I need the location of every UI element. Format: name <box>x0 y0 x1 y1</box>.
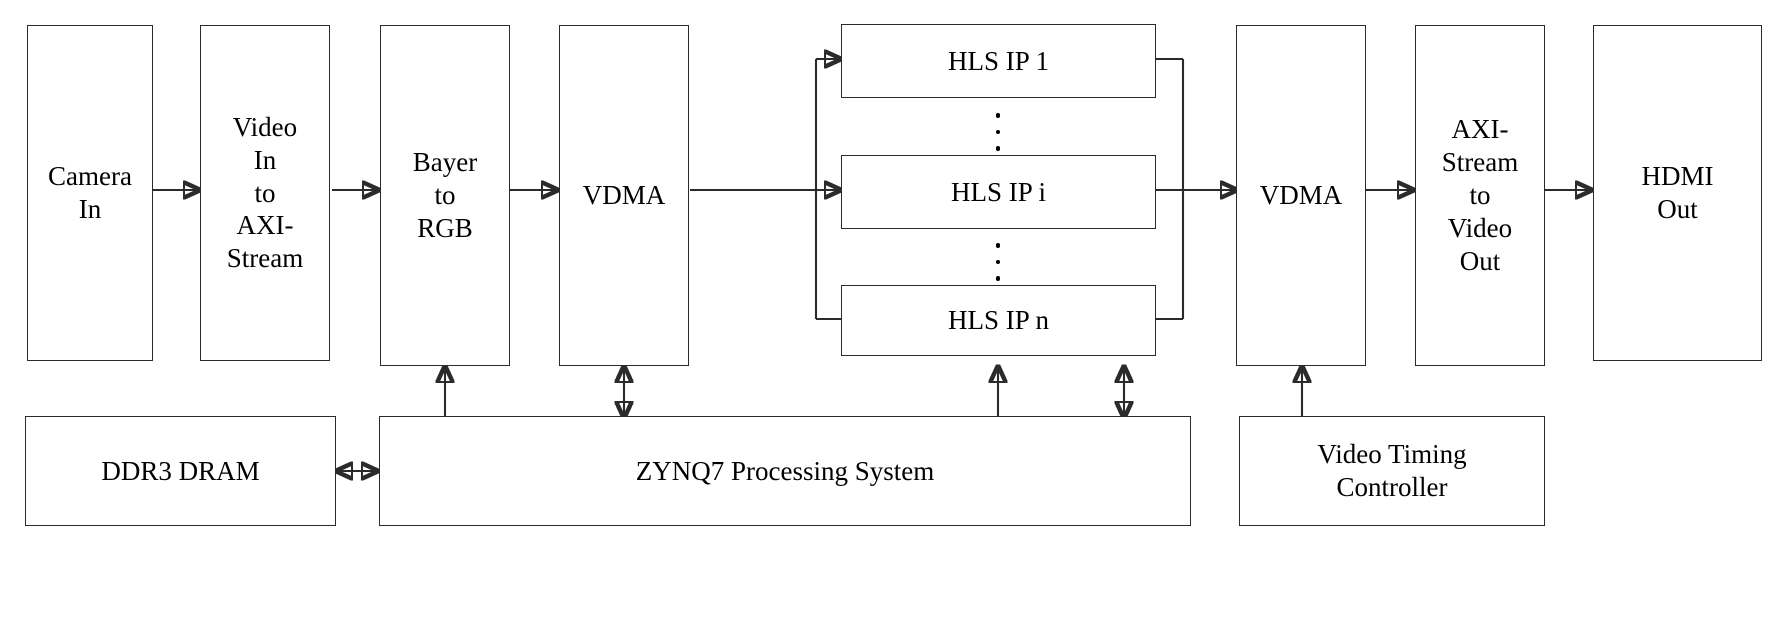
ellipsis-lower-icon <box>988 234 1008 290</box>
block-hls-ip-1[interactable]: HLS IP 1 <box>841 24 1156 98</box>
block-hls-ip-n-label: HLS IP n <box>947 305 1049 336</box>
block-video-in-to-axi-stream-label: Video In to AXI- Stream <box>226 111 304 274</box>
block-vdma-out[interactable]: VDMA <box>1236 25 1366 366</box>
block-vdma-in[interactable]: VDMA <box>559 25 689 366</box>
block-camera-in[interactable]: Camera In <box>27 25 153 361</box>
block-hls-ip-n[interactable]: HLS IP n <box>841 285 1156 356</box>
block-axi-stream-to-video-out[interactable]: AXI- Stream to Video Out <box>1415 25 1545 366</box>
block-ddr3-dram-label: DDR3 DRAM <box>101 455 260 486</box>
block-video-in-to-axi-stream[interactable]: Video In to AXI- Stream <box>200 25 330 361</box>
block-video-timing-controller-label: Video Timing Controller <box>1317 439 1467 502</box>
block-vdma-in-label: VDMA <box>582 180 666 211</box>
block-camera-in-label: Camera In <box>48 161 132 224</box>
block-hls-ip-1-label: HLS IP 1 <box>947 45 1049 76</box>
block-hdmi-out-label: HDMI Out <box>1641 161 1714 224</box>
block-video-timing-controller[interactable]: Video Timing Controller <box>1239 416 1545 526</box>
ellipsis-upper-icon <box>988 104 1008 160</box>
block-bayer-to-rgb-label: Bayer to RGB <box>412 147 478 243</box>
block-zynq7-processing-system-label: ZYNQ7 Processing System <box>635 455 935 486</box>
block-hls-ip-i[interactable]: HLS IP i <box>841 155 1156 229</box>
block-axi-stream-to-video-out-label: AXI- Stream to Video Out <box>1441 114 1519 276</box>
block-vdma-out-label: VDMA <box>1259 180 1343 211</box>
block-ddr3-dram[interactable]: DDR3 DRAM <box>25 416 336 526</box>
block-hls-ip-i-label: HLS IP i <box>950 176 1046 207</box>
block-hdmi-out[interactable]: HDMI Out <box>1593 25 1762 361</box>
block-bayer-to-rgb[interactable]: Bayer to RGB <box>380 25 510 366</box>
block-zynq7-processing-system[interactable]: ZYNQ7 Processing System <box>379 416 1191 526</box>
